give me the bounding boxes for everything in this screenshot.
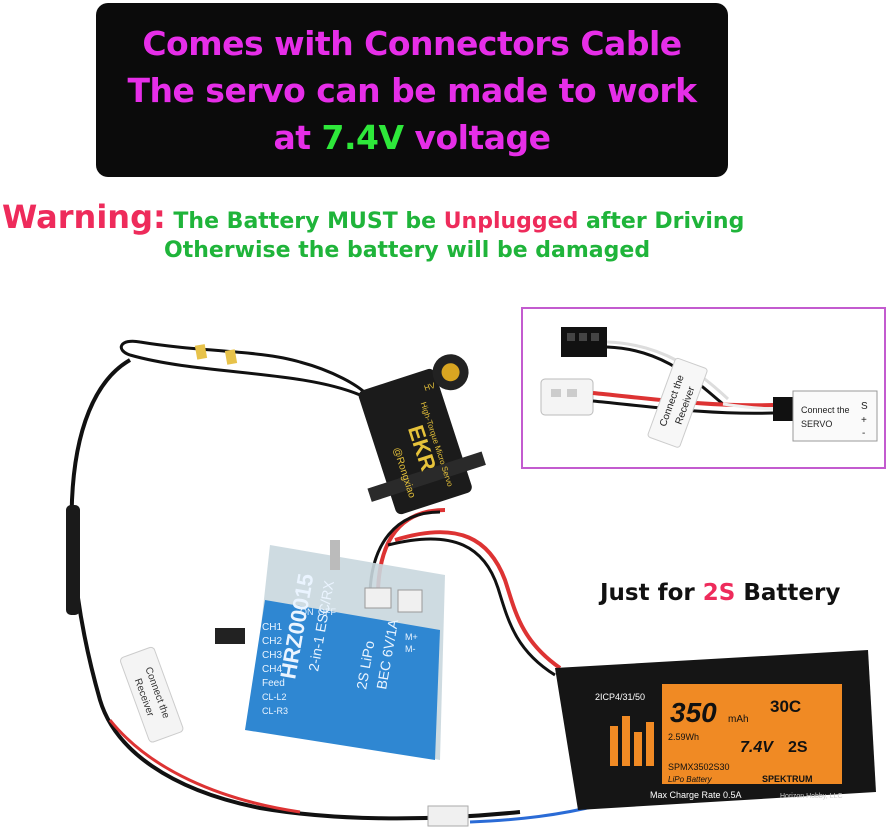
battery-plug (427, 805, 469, 827)
receiver-cable-black (69, 358, 521, 821)
battery-type: LiPo Battery (668, 775, 713, 784)
battery-wh: 2.59Wh (668, 732, 699, 742)
compat-suffix: Battery (735, 580, 841, 606)
esc-on: ON (300, 607, 314, 617)
esc-ch2: CH2 (262, 636, 282, 647)
battery-code: 2ICP4/31/50 (595, 692, 645, 702)
compat-prefix: Just for (600, 580, 703, 606)
cable-detail-inset: Connect the Receiver Connect the SERVO S… (521, 307, 886, 469)
esc-cl3: CL-R3 (262, 706, 288, 716)
battery-brand: SPEKTRUM (762, 774, 813, 784)
receiver-plug (561, 327, 607, 357)
pin-minus: - (862, 428, 865, 439)
cable-tie-2 (224, 349, 238, 365)
battery-wire-black (387, 537, 556, 677)
battery-model: SPMX3502S30 (668, 762, 730, 772)
voltage-highlight: 7.4V (321, 117, 405, 157)
esc-off: OFF (318, 607, 336, 617)
headline-line-2: The servo can be made to work (127, 70, 697, 110)
battery-maker: Horizon Hobby, LLC (780, 793, 843, 800)
servo-tag-line-2: SERVO (801, 419, 832, 429)
left-plug (215, 628, 245, 644)
cable-detail-illustration: Connect the Receiver Connect the SERVO S… (540, 327, 878, 448)
warning-unplugged: Unplugged (443, 209, 579, 234)
battery-wire-red (394, 530, 562, 670)
esc-mminus: M- (405, 644, 416, 654)
compat-highlight: 2S (702, 580, 736, 606)
warning-line-2: Otherwise the battery will be damaged (164, 238, 651, 263)
servo-voltage-tag: HV (423, 381, 437, 393)
battery-cells: 2S (788, 739, 808, 756)
esc-ch4: CH4 (262, 664, 282, 675)
headline-line-1: Comes with Connectors Cable (142, 23, 682, 63)
esc-mplus: M+ (405, 632, 418, 642)
headline-banner: Comes with Connectors Cable The servo ca… (96, 3, 728, 177)
esc-feed: Feed (262, 678, 285, 689)
servo-lead-loop (119, 339, 372, 399)
warning-line-1: Warning: The Battery MUST be Unplugged a… (2, 198, 744, 236)
pin-s: S (861, 401, 868, 412)
servo-plug-tag (792, 390, 878, 442)
lipo-battery: 2ICP4/31/50 350 mAh 30C 2.59Wh 7.4V 2S S… (555, 650, 876, 810)
left-cable-tag: Connect the Receiver (120, 646, 184, 743)
warning-label: Warning: (2, 198, 166, 236)
esc-receiver: HRZ00015 2-in-1 ESC/RX 2S LiPo BEC 6V/1A… (245, 540, 445, 760)
esc-ch1: CH1 (262, 622, 282, 633)
pin-plus: + (861, 415, 867, 426)
esc-ch3: CH3 (262, 650, 282, 661)
warning-text-b: after Driving (578, 209, 745, 234)
esc-cl2: CL-L2 (262, 692, 287, 702)
receiver-cable-red (108, 719, 301, 814)
servo-tag-line-1: Connect the (801, 405, 850, 415)
cable-tie-1 (194, 344, 208, 360)
headline-line-3-prefix: at (273, 117, 322, 157)
battery-capacity: 350 (670, 697, 717, 728)
battery-unit: mAh (728, 714, 749, 725)
battery-volts: 7.4V (740, 739, 774, 756)
warning-text-a: The Battery MUST be (165, 209, 444, 234)
battery-compat-note: Just for 2S Battery (600, 580, 840, 606)
headline-line-3: at 7.4V voltage (273, 114, 551, 161)
battery-charge-rate: Max Charge Rate 0.5A (650, 790, 742, 800)
servo: @Rongxiao EKR High-Torque Micro Servo HV (358, 354, 486, 515)
receiver-tag: Connect the Receiver (647, 357, 708, 448)
headline-line-3-suffix: voltage (403, 117, 551, 157)
heat-shrink (66, 505, 80, 615)
battery-rate: 30C (770, 697, 801, 716)
